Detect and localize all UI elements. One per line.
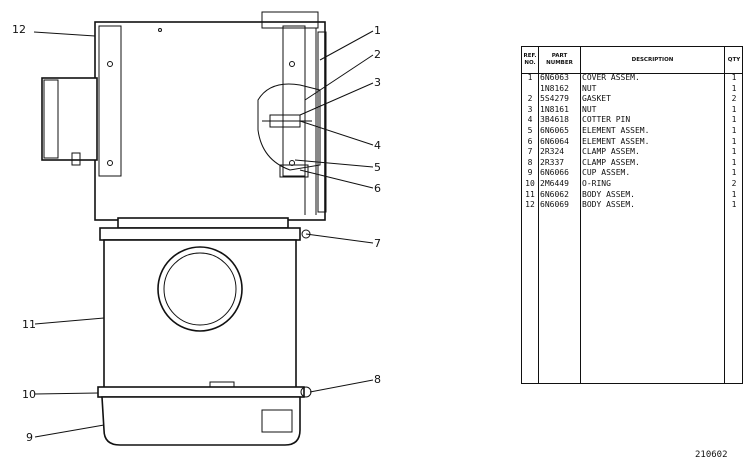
row-part-number: 2R324 bbox=[540, 147, 565, 157]
callout-4: 4 bbox=[374, 139, 381, 152]
table-row: 12 6N6069 BODY ASSEM. 1 bbox=[522, 200, 742, 211]
callout-9: 9 bbox=[26, 431, 33, 444]
table-row: 6 6N6064 ELEMENT ASSEM. 1 bbox=[522, 137, 742, 148]
clamp-band-upper bbox=[99, 217, 311, 241]
row-ref-no: 9 bbox=[527, 168, 533, 178]
row-part-number: 2M6449 bbox=[540, 179, 569, 188]
row-description: CLAMP ASSEM. bbox=[582, 157, 640, 167]
table-row: 5 6N6065 ELEMENT ASSEM. 1 bbox=[522, 126, 742, 137]
row-part-number: 1N8161 bbox=[540, 104, 569, 114]
row-qty: 1 bbox=[731, 157, 737, 167]
row-qty: 2 bbox=[731, 94, 737, 104]
row-qty: 1 bbox=[731, 104, 737, 114]
row-part-number: 6N6062 bbox=[540, 189, 569, 199]
callout-6: 6 bbox=[374, 182, 381, 195]
row-ref-no: 5 bbox=[527, 126, 533, 135]
table-row: 1N8162 NUT 1 bbox=[522, 84, 742, 95]
row-description: ELEMENT ASSEM. bbox=[582, 136, 650, 146]
row-qty: 1 bbox=[731, 200, 737, 210]
row-ref-no: 4 bbox=[527, 115, 533, 125]
row-part-number: 2R337 bbox=[540, 157, 565, 167]
callout-12: 12 bbox=[12, 23, 26, 36]
row-part-number: 1N8162 bbox=[540, 83, 569, 93]
row-qty: 1 bbox=[731, 168, 737, 178]
row-ref-no: 8 bbox=[527, 157, 533, 167]
row-ref-no: 7 bbox=[527, 147, 533, 157]
callout-7: 7 bbox=[374, 237, 381, 250]
header-qty: QTY bbox=[727, 56, 741, 63]
cup-assembly bbox=[101, 396, 301, 446]
callout-10: 10 bbox=[22, 388, 36, 401]
table-row: 4 3B4618 COTTER PIN 1 bbox=[522, 115, 742, 126]
header-part-number: PART NUMBER bbox=[546, 53, 573, 66]
row-ref-no: 6 bbox=[527, 136, 533, 146]
row-qty: 1 bbox=[731, 136, 737, 146]
clamp-band-lower bbox=[97, 386, 312, 398]
callout-11: 11 bbox=[22, 318, 36, 331]
row-part-number: 6N6069 bbox=[540, 200, 569, 210]
header-description: DESCRIPTION bbox=[631, 56, 674, 63]
row-qty: 1 bbox=[731, 189, 737, 199]
row-description: NUT bbox=[582, 83, 597, 93]
row-ref-no: 10 bbox=[525, 179, 535, 188]
lower-body-assembly bbox=[103, 239, 297, 389]
row-qty: 1 bbox=[731, 83, 737, 93]
table-header: REF. NO. PART NUMBER DESCRIPTION QTY bbox=[522, 47, 742, 74]
row-description: COTTER PIN bbox=[582, 115, 631, 125]
callout-3: 3 bbox=[374, 76, 381, 89]
row-qty: 1 bbox=[731, 73, 737, 82]
row-part-number: 6N6064 bbox=[540, 136, 569, 146]
exploded-view-drawing: 12 1 2 3 4 5 6 7 8 10 11 9 bbox=[12, 11, 381, 446]
column-divider bbox=[538, 47, 539, 383]
row-description: GASKET bbox=[582, 94, 611, 104]
callout-8: 8 bbox=[374, 373, 381, 386]
table-row: 8 2R337 CLAMP ASSEM. 1 bbox=[522, 158, 742, 169]
row-description: BODY ASSEM. bbox=[582, 189, 635, 199]
row-qty: 1 bbox=[731, 147, 737, 157]
row-qty: 1 bbox=[731, 126, 737, 135]
column-divider bbox=[580, 47, 581, 383]
table-row: 2 5S4279 GASKET 2 bbox=[522, 94, 742, 105]
row-description: COVER ASSEM. bbox=[582, 73, 640, 82]
table-row: 1 6N6063 COVER ASSEM. 1 bbox=[522, 73, 742, 84]
callout-5: 5 bbox=[374, 161, 381, 174]
row-qty: 2 bbox=[731, 179, 737, 188]
upper-body-assembly bbox=[41, 11, 327, 221]
callout-2: 2 bbox=[374, 48, 381, 61]
row-ref-no: 3 bbox=[527, 104, 533, 114]
row-description: ELEMENT ASSEM. bbox=[582, 126, 650, 135]
table-row: 9 6N6066 CUP ASSEM. 1 bbox=[522, 168, 742, 179]
table-row: 7 2R324 CLAMP ASSEM. 1 bbox=[522, 147, 742, 158]
callout-1: 1 bbox=[374, 24, 381, 37]
column-divider bbox=[724, 47, 725, 383]
row-description: CUP ASSEM. bbox=[582, 168, 631, 178]
row-description: CLAMP ASSEM. bbox=[582, 147, 640, 157]
row-ref-no: 12 bbox=[525, 200, 535, 210]
row-ref-no: 1 bbox=[527, 73, 533, 82]
table-row: 11 6N6062 BODY ASSEM. 1 bbox=[522, 190, 742, 201]
figure-number: 210602 bbox=[695, 450, 728, 460]
row-part-number: 3B4618 bbox=[540, 115, 569, 125]
row-description: O-RING bbox=[582, 179, 611, 188]
header-ref-no: REF. NO. bbox=[523, 53, 537, 66]
row-part-number: 5S4279 bbox=[540, 94, 569, 104]
row-qty: 1 bbox=[731, 115, 737, 125]
row-ref-no: 11 bbox=[525, 189, 535, 199]
row-description: BODY ASSEM. bbox=[582, 200, 635, 210]
table-row: 10 2M6449 O-RING 2 bbox=[522, 179, 742, 190]
row-part-number: 6N6063 bbox=[540, 73, 569, 82]
row-part-number: 6N6065 bbox=[540, 126, 569, 135]
row-description: NUT bbox=[582, 104, 597, 114]
row-ref-no: 2 bbox=[527, 94, 533, 104]
row-part-number: 6N6066 bbox=[540, 168, 569, 178]
table-row: 3 1N8161 NUT 1 bbox=[522, 105, 742, 116]
